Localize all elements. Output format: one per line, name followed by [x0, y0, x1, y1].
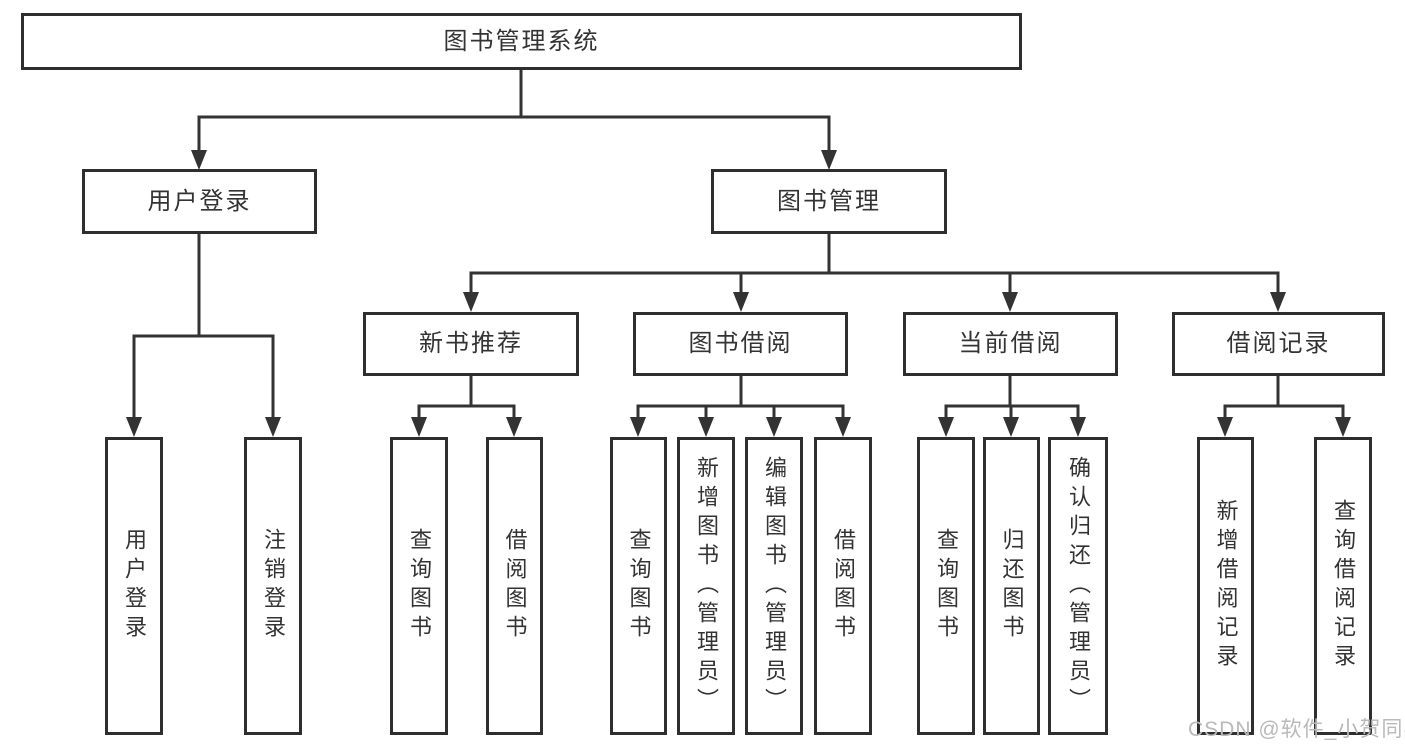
connector-current-borrowing [938, 376, 1086, 437]
node-add-borrow-record: 新增借阅记录 [1197, 437, 1254, 735]
arrowhead-down-icon [265, 417, 281, 437]
node-label: 图书管理系统 [443, 27, 600, 55]
connector-root-to-branches [191, 70, 837, 170]
node-user-login-branch: 用户登录 [82, 169, 317, 234]
arrowhead-down-icon [463, 292, 479, 312]
node-borrowing-records: 借阅记录 [1172, 312, 1385, 376]
node-label: 图书借阅 [688, 330, 793, 357]
node-borrow-books-2: 借阅图书 [814, 437, 872, 735]
node-label: 用户登录 [122, 528, 147, 644]
connector-book-borrowing [630, 376, 851, 437]
connector-user-login-branch [126, 234, 281, 437]
node-root-system: 图书管理系统 [21, 13, 1022, 70]
node-label: 编辑图书（管理员） [762, 455, 787, 717]
node-label: 新增借阅记录 [1213, 499, 1239, 673]
node-add-books-admin: 新增图书（管理员） [677, 437, 735, 735]
node-new-book-recommend: 新书推荐 [363, 312, 579, 376]
arrowhead-down-icon [733, 292, 749, 312]
csdn-watermark: CSDN @软件_小贺同学 [1188, 718, 1405, 741]
node-label: 新书推荐 [419, 330, 523, 357]
node-label: 归还图书 [999, 528, 1025, 644]
node-label: 新增图书（管理员） [694, 455, 719, 717]
node-current-borrowing: 当前借阅 [903, 312, 1118, 376]
arrowhead-down-icon [506, 417, 522, 437]
node-label: 用户登录 [147, 187, 252, 215]
node-label: 图书管理 [777, 187, 881, 215]
connector-new-book-recommend [411, 376, 522, 437]
node-label: 确认归还（管理员） [1066, 455, 1091, 717]
arrowhead-down-icon [1335, 417, 1351, 437]
node-label: 注销登录 [261, 528, 286, 644]
node-query-books-3: 查询图书 [917, 437, 975, 735]
node-borrow-books-1: 借阅图书 [486, 437, 543, 735]
connector-book-management-branch [463, 234, 1286, 312]
arrowhead-down-icon [938, 417, 954, 437]
arrowhead-down-icon [1003, 417, 1019, 437]
arrowhead-down-icon [698, 417, 714, 437]
node-book-borrowing: 图书借阅 [633, 312, 848, 376]
node-user-login-leaf: 用户登录 [105, 437, 163, 735]
node-label: 查询图书 [407, 528, 432, 644]
node-confirm-return-admin: 确认归还（管理员） [1048, 437, 1108, 735]
node-label: 查询图书 [626, 528, 652, 644]
arrowhead-down-icon [766, 417, 782, 437]
arrowhead-down-icon [630, 417, 646, 437]
node-edit-books-admin: 编辑图书（管理员） [745, 437, 803, 735]
node-query-books-1: 查询图书 [390, 437, 448, 735]
arrowhead-down-icon [191, 150, 207, 170]
connector-borrowing-records [1217, 376, 1351, 437]
node-label: 借阅图书 [502, 528, 528, 644]
node-label: 查询图书 [934, 528, 959, 644]
arrowhead-down-icon [411, 417, 427, 437]
arrowhead-down-icon [1070, 417, 1086, 437]
node-logout-leaf: 注销登录 [244, 437, 302, 735]
node-book-management-branch: 图书管理 [711, 169, 947, 234]
arrowhead-down-icon [126, 417, 142, 437]
node-label: 当前借阅 [958, 330, 1063, 357]
node-query-books-2: 查询图书 [610, 437, 667, 735]
node-label: 借阅图书 [831, 528, 856, 644]
arrowhead-down-icon [835, 417, 851, 437]
node-query-borrow-record: 查询借阅记录 [1314, 437, 1372, 735]
arrowhead-down-icon [1217, 417, 1233, 437]
node-label: 借阅记录 [1226, 330, 1331, 357]
arrowhead-down-icon [821, 150, 837, 170]
arrowhead-down-icon [1270, 292, 1286, 312]
arrowhead-down-icon [1002, 292, 1018, 312]
node-label: 查询借阅记录 [1331, 499, 1356, 673]
node-return-books: 归还图书 [983, 437, 1040, 735]
